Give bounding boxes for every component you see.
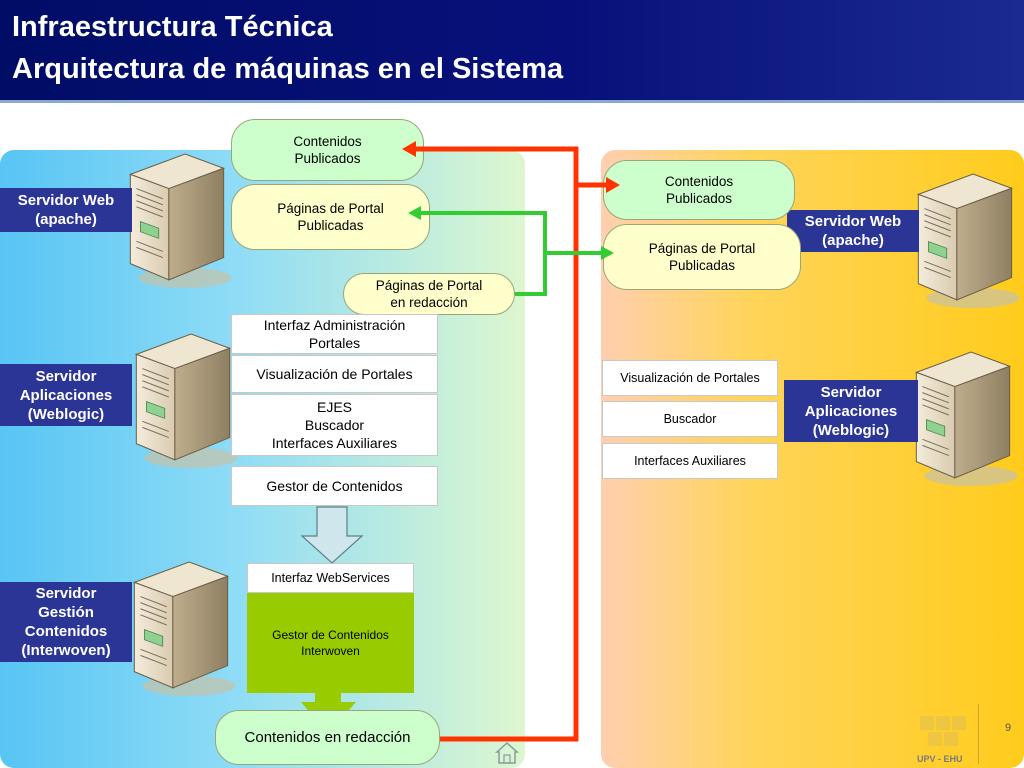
pill-contenidos-publicados-right: Contenidos Publicados xyxy=(603,160,795,220)
box-interfaz-administracion: Interfaz Administración Portales xyxy=(231,314,438,354)
university-logo xyxy=(920,716,966,746)
box-buscador-right: Buscador xyxy=(602,401,778,437)
university-logo-text: UPV - EHU xyxy=(917,754,963,764)
box-visualizacion-portales-right: Visualización de Portales xyxy=(602,360,778,396)
green-connector-line xyxy=(418,211,547,296)
pill-paginas-publicadas-right: Páginas de Portal Publicadas xyxy=(603,224,801,290)
title-bar: Infraestructura Técnica Arquitectura de … xyxy=(0,0,1024,103)
pill-paginas-redaccion: Páginas de Portal en redacción xyxy=(343,273,515,315)
box-ejes-buscador-interfaces: EJES Buscador Interfaces Auxiliares xyxy=(231,394,438,456)
box-gestor-contenidos: Gestor de Contenidos xyxy=(231,466,438,506)
down-arrow-icon xyxy=(300,506,364,564)
label-app-server-right: Servidor Aplicaciones (Weblogic) xyxy=(784,380,918,442)
pill-paginas-publicadas-left: Páginas de Portal Publicadas xyxy=(231,184,430,250)
red-connector-line xyxy=(412,146,579,742)
label-web-server-right: Servidor Web (apache) xyxy=(787,210,919,252)
title-line-2: Arquitectura de máquinas en el Sistema xyxy=(12,53,564,85)
box-visualizacion-portales-left: Visualización de Portales xyxy=(231,355,438,393)
label-web-server-left: Servidor Web (apache) xyxy=(0,188,132,232)
box-gestor-interwoven: Gestor de Contenidos Interwoven xyxy=(247,593,414,693)
green-arrowhead-right xyxy=(601,246,614,260)
pill-contenidos-redaccion: Contenidos en redacción xyxy=(215,710,440,765)
box-interfaces-auxiliares-right: Interfaces Auxiliares xyxy=(602,443,778,479)
page-number: 9 xyxy=(1005,722,1012,734)
red-arrowhead-right xyxy=(606,177,620,193)
home-icon[interactable] xyxy=(494,740,520,766)
red-arrowhead-left-top xyxy=(402,141,416,157)
label-app-server-left: Servidor Aplicaciones (Weblogic) xyxy=(0,364,132,426)
pill-contenidos-publicados-left: Contenidos Publicados xyxy=(231,119,424,181)
footer-divider xyxy=(978,704,979,764)
box-interfaz-webservices: Interfaz WebServices xyxy=(247,563,414,593)
label-content-server-left: Servidor Gestión Contenidos (Interwoven) xyxy=(0,582,132,662)
title-line-1: Infraestructura Técnica xyxy=(12,11,333,43)
green-arrowhead-left xyxy=(408,206,421,220)
